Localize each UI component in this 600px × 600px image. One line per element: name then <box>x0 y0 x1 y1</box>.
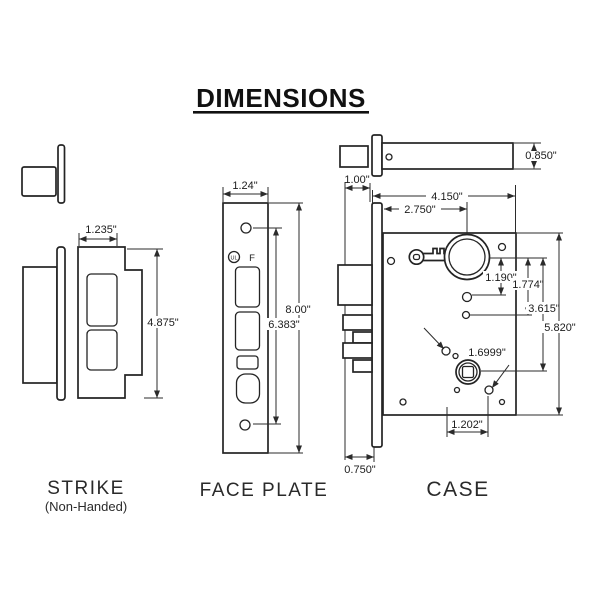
faceplate-outline <box>222 202 269 454</box>
deadbolt-upper-profile <box>342 314 373 331</box>
cylinder-outer-ring <box>443 233 491 281</box>
bolt-projection-label: 1.00" <box>344 174 369 186</box>
strike-width-label: 1.235" <box>85 224 117 236</box>
faceplate-flange-top-view <box>371 134 383 177</box>
faceplate-height-dimension: 8.00" <box>269 202 314 454</box>
bolt-height-dimension: 0.850" <box>514 142 557 170</box>
strike-height-label: 4.875" <box>147 317 179 329</box>
cylinder-to-hole1-label: 1.190" <box>485 272 517 284</box>
ul-listed-icon <box>227 250 241 264</box>
faceplate-top-screw-hole <box>240 222 252 234</box>
faceplate-offset-dimension: 0.750" <box>344 447 376 476</box>
faceplate-screw-spacing-label: 6.383" <box>268 319 300 331</box>
faceplate-drawing: UL F 1.24" 8.00" 6.383" <box>222 180 314 454</box>
faceplate-offset-label: 0.750" <box>344 464 376 476</box>
aux-latch-upper-profile <box>352 331 373 344</box>
faceplate-bottom-screw-hole <box>239 419 251 431</box>
f-mark-label: F <box>249 253 255 264</box>
strike-width-dimension: 1.235" <box>78 224 118 246</box>
bolt-height-label: 0.850" <box>525 150 557 162</box>
case-label: CASE <box>426 478 489 501</box>
case-height-dimension: 5.820" <box>517 232 580 416</box>
diagonal-hole-spacing-label: 1.6999" <box>468 347 506 359</box>
latch-bolt-profile <box>337 264 373 306</box>
case-holes <box>386 242 507 406</box>
strike-side-view-box <box>22 266 58 384</box>
strike-top-view-plate <box>57 144 66 204</box>
cylinder-inner-ring <box>448 238 486 276</box>
cylinder-to-hub-dimension: 3.615" <box>481 258 563 372</box>
spindle-hub <box>455 359 481 385</box>
faceplate-label: FACE PLATE <box>200 480 329 501</box>
cylinder-to-hub-label: 3.615" <box>528 303 560 315</box>
strike-drawing: 1.235" 4.875" <box>21 144 182 401</box>
case-length-label: 4.150" <box>431 191 463 203</box>
case-body-top-view <box>381 142 514 170</box>
faceplate-height-label: 8.00" <box>285 304 310 316</box>
deadbolt-lower-profile <box>342 342 373 359</box>
strike-sublabel: (Non-Handed) <box>45 499 127 514</box>
cylinder-to-hole2-dimension: 1.774" <box>470 258 546 316</box>
ul-mark-label: UL <box>230 256 237 262</box>
strike-label: STRIKE <box>47 478 125 499</box>
strike-front-view-outline <box>77 246 143 399</box>
faceplate-latch-cutout <box>234 266 261 308</box>
strike-side-view-plate <box>56 246 66 401</box>
bottom-hole-spacing-dimension: 1.202" <box>446 396 489 437</box>
title-underline <box>193 111 369 114</box>
case-length-dimension: 4.150" <box>372 185 516 233</box>
cylinder-backset-label: 2.750" <box>404 204 436 216</box>
strike-top-view-box <box>21 166 57 197</box>
faceplate-screw-spacing-dimension: 6.383" <box>253 227 303 425</box>
case-drawing: 0.850" 1.00" 4.150" 2.750" <box>337 134 580 476</box>
page-title: DIMENSIONS <box>196 83 366 113</box>
bottom-hole-spacing-label: 1.202" <box>451 419 483 431</box>
faceplate-lower-cutout <box>235 373 261 404</box>
diagonal-hole-spacing-dimension: 1.6999" <box>423 327 510 389</box>
faceplate-edge-profile <box>371 202 383 448</box>
faceplate-deadbolt-cutout <box>234 311 261 351</box>
strike-opening-top <box>86 273 118 327</box>
top-view-hole <box>385 153 393 161</box>
faceplate-aux-cutout <box>236 355 259 370</box>
faceplate-width-dimension: 1.24" <box>222 180 269 202</box>
cylinder-to-hole2-label: 1.774" <box>512 279 544 291</box>
case-height-label: 5.820" <box>544 322 576 334</box>
aux-latch-lower-profile <box>352 359 373 373</box>
strike-opening-bottom <box>86 329 118 371</box>
cylinder-backset-dimension: 2.750" <box>384 202 468 236</box>
strike-height-dimension: 4.875" <box>127 248 182 399</box>
case-top-view <box>339 134 514 177</box>
faceplate-width-label: 1.24" <box>232 180 257 192</box>
case-faceplate-profile <box>337 202 383 448</box>
bolt-head-top-view <box>339 145 369 168</box>
